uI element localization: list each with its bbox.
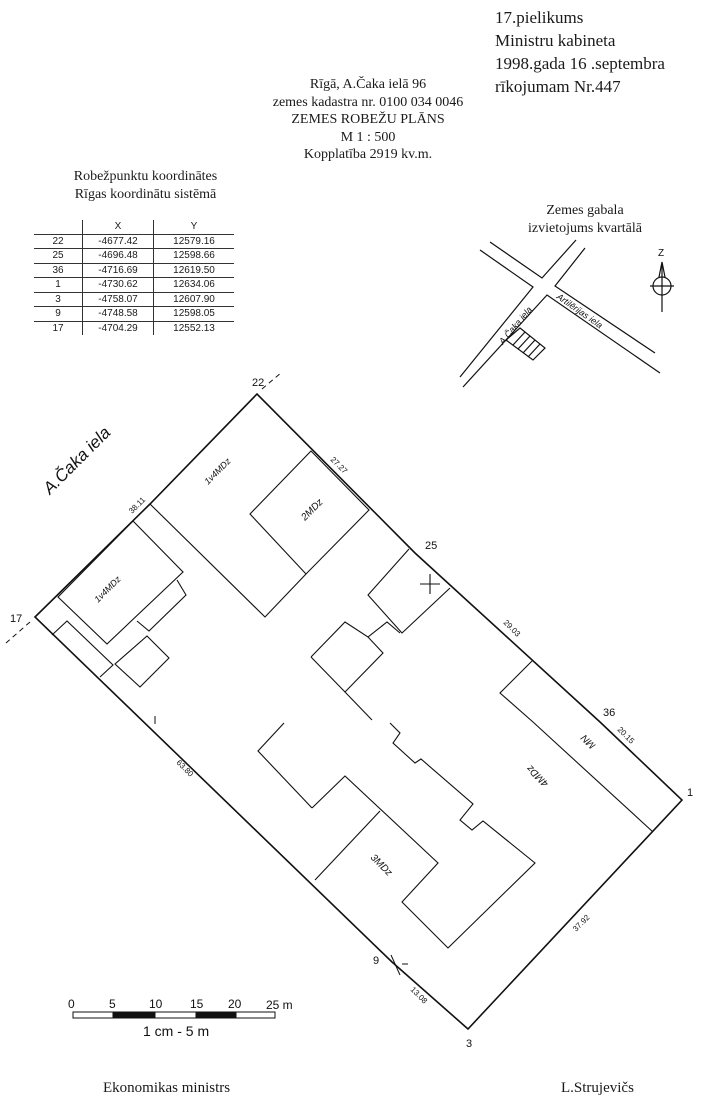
coordinates-caption-line: Rīgas koordinātu sistēmā	[74, 187, 217, 202]
point-3: 3	[466, 1038, 472, 1050]
scale-caption: 1 cm - 5 m	[143, 1023, 209, 1039]
cell-y: 12579.16	[153, 233, 234, 249]
scale-tick: 5	[109, 997, 116, 1011]
annex-number: 17.pielikums	[495, 8, 584, 27]
parcel-hatch	[505, 327, 546, 361]
signature-title: Ekonomikas ministrs	[103, 1080, 231, 1096]
cell-point: 17	[34, 320, 83, 335]
cell-point: 25	[34, 248, 83, 263]
building-label: 1v4MDz	[92, 574, 123, 605]
plan-scale: M 1 : 500	[340, 129, 396, 145]
dimension-label: 38.11	[127, 495, 147, 515]
street-edge	[459, 249, 534, 378]
building-label: MN	[579, 731, 598, 750]
cell-x: -4748.58	[82, 306, 154, 321]
cell-x: -4704.29	[82, 320, 154, 335]
north-arrow-icon: Z	[650, 248, 674, 312]
header-x: X	[82, 220, 154, 234]
cell-x: -4677.42	[82, 233, 154, 249]
street-edge	[462, 294, 661, 388]
cross-marker-icon	[420, 574, 440, 594]
cell-y: 12598.66	[153, 248, 234, 263]
cell-x: -4758.07	[82, 291, 154, 307]
signature-name: L.Strujevičs	[561, 1080, 634, 1096]
cell-y: 12552.13	[153, 320, 234, 335]
address: Rīgā, A.Čaka ielā 96	[309, 77, 427, 92]
cell-x: -4716.69	[82, 262, 154, 278]
cell-point: 9	[34, 306, 83, 321]
cell-y: 12607.90	[153, 291, 234, 307]
cell-y: 12598.05	[153, 306, 234, 321]
north-label: Z	[658, 248, 664, 259]
street-edge	[489, 239, 577, 279]
location-map: A.Čaka iela Artilērijas iela Z	[459, 239, 674, 388]
scale-tick: 20	[228, 997, 242, 1011]
point-22: 22	[252, 377, 264, 389]
scale-bar: 0 5 10 15 20 25 m 1 cm - 5 m	[68, 997, 293, 1039]
cadastre-number: zemes kadastra nr. 0100 034 0046	[272, 94, 464, 110]
cell-y: 12634.06	[153, 277, 234, 292]
scale-tick: 15	[190, 997, 204, 1011]
plan-title: ZEMES ROBEŽU PLĀNS	[291, 112, 445, 127]
annex-date: 1998.gada 16 .septembra	[495, 54, 665, 73]
coordinates-caption: Robežpunktu koordinātes Rīgas koordinātu…	[28, 168, 263, 204]
point-25: 25	[425, 540, 437, 552]
location-caption-line: Zemes gabala	[546, 203, 624, 218]
annex-issuer: Ministru kabineta	[495, 31, 616, 50]
coordinates-caption-line: Robežpunktu koordinātes	[73, 169, 218, 184]
cell-point: 36	[34, 262, 83, 278]
point-17: 17	[10, 613, 22, 625]
location-caption-line: izvietojums kvartālā	[528, 221, 642, 236]
scale-tick: 25 m	[266, 998, 293, 1012]
title-block: Rīgā, A.Čaka ielā 96 zemes kadastra nr. …	[218, 76, 518, 164]
cell-point: 3	[34, 291, 83, 307]
table-header: X Y	[34, 220, 234, 234]
dimension-label: 20.15	[616, 725, 637, 746]
building-label: 2MDz	[299, 497, 326, 524]
location-map-caption: Zemes gabala izvietojums kvartālā	[470, 202, 700, 238]
dimension-label: 63.80	[175, 758, 196, 779]
header-y: Y	[153, 220, 234, 234]
buildings	[51, 450, 654, 949]
building-label: 4MDz	[525, 762, 551, 788]
loc-street-artilerijas: Artilērijas iela	[554, 291, 604, 330]
dimension-label: 13.08	[409, 985, 430, 1006]
point-9: 9	[373, 955, 379, 967]
scale-tick: 10	[149, 997, 163, 1011]
street-edge	[554, 247, 656, 354]
annex-order: rīkojumam Nr.447	[495, 77, 621, 96]
cell-point: 22	[34, 233, 83, 249]
cell-x: -4730.62	[82, 277, 154, 292]
point-1: 1	[687, 787, 693, 799]
annex-header: 17.pielikums Ministru kabineta 1998.gada…	[495, 6, 665, 98]
cell-y: 12619.50	[153, 262, 234, 278]
street-label: A.Čaka iela	[39, 423, 115, 499]
scale-tick: 0	[68, 997, 75, 1011]
parcel-boundary	[5, 371, 684, 1031]
point-36: 36	[603, 707, 615, 719]
building-label: 3MDz	[368, 852, 394, 878]
cell-point: 1	[34, 277, 83, 292]
cell-x: -4696.48	[82, 248, 154, 263]
total-area: Kopplatība 2919 kv.m.	[303, 147, 433, 162]
building-label: 1v4MDz	[202, 456, 233, 487]
